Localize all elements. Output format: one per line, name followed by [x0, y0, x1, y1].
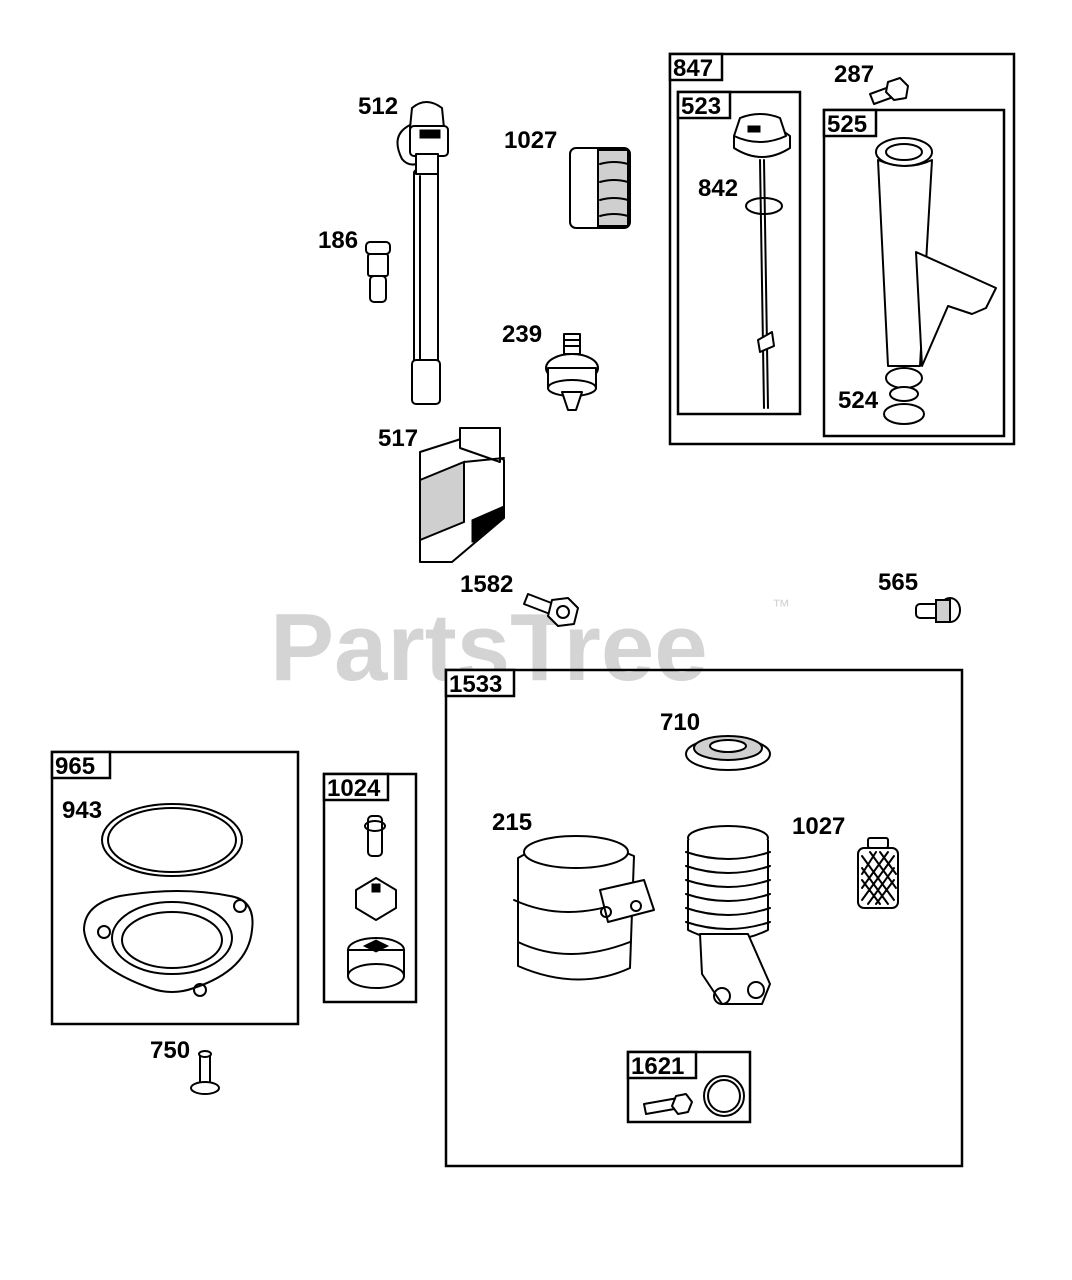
part-1027-strainer[interactable] [857, 837, 899, 909]
part-215-housing[interactable] [513, 835, 655, 981]
kit-847-frame [668, 52, 1016, 446]
part-1024-pin[interactable] [364, 815, 386, 857]
callout-1582: 1582 [460, 571, 513, 598]
part-750-bolt[interactable] [190, 1050, 220, 1095]
part-239-pressure-switch[interactable] [545, 333, 599, 411]
part-517-shield[interactable] [419, 427, 505, 563]
kit-525-tag [822, 108, 878, 138]
callout-1621: 1621 [631, 1053, 684, 1080]
part-512-dipstick-tube[interactable] [396, 101, 449, 405]
callout-524: 524 [838, 387, 879, 414]
kit-965-frame [50, 750, 300, 1026]
callout-565: 565 [878, 569, 918, 596]
callout-1024: 1024 [327, 775, 381, 802]
kit-1621-tag [626, 1050, 698, 1080]
callout-517: 517 [378, 425, 418, 452]
part-965-plate[interactable] [83, 890, 254, 997]
part-1621-bolt-gasket[interactable] [643, 1075, 745, 1117]
callout-750: 750 [150, 1037, 190, 1064]
part-287-screw[interactable] [869, 77, 909, 105]
kit-847-tag [668, 52, 724, 82]
part-1024-rotor-inner[interactable] [355, 877, 397, 921]
part-565-fitting[interactable] [915, 597, 961, 623]
kit-1024-tag [322, 772, 390, 802]
part-186-fitting[interactable] [365, 241, 391, 303]
callout-239: 239 [502, 321, 542, 348]
kit-523-tag [676, 90, 732, 120]
kit-965-tag [50, 750, 112, 780]
kit-523-frame [676, 90, 802, 416]
watermark-trademark: ™ [772, 596, 790, 616]
part-1027-oil-filter[interactable] [569, 147, 631, 229]
callout-710: 710 [660, 709, 700, 736]
callout-847: 847 [673, 55, 713, 82]
callout-186: 186 [318, 227, 358, 254]
part-524-oring[interactable] [883, 403, 925, 425]
part-710-seal[interactable] [685, 735, 771, 771]
callout-523: 523 [681, 93, 721, 120]
callout-943: 943 [62, 797, 102, 824]
callout-215: 215 [492, 809, 532, 836]
part-525-dipstick-tube[interactable] [875, 137, 997, 402]
callout-965: 965 [55, 753, 95, 780]
part-1024-rotor-outer[interactable] [347, 937, 405, 989]
kit-1533-frame [444, 668, 964, 1168]
kit-525-frame [822, 108, 1006, 438]
callout-525: 525 [827, 111, 867, 138]
part-523-dipstick[interactable] [733, 113, 791, 409]
callout-287: 287 [834, 61, 874, 88]
kit-1533-tag [444, 668, 516, 698]
part-1582-bolt[interactable] [523, 593, 579, 627]
callout-1027-bottom: 1027 [792, 813, 845, 840]
callout-842: 842 [698, 175, 738, 202]
part-943-ring[interactable] [101, 803, 243, 877]
part-cooler-body[interactable] [685, 825, 771, 1005]
callout-512: 512 [358, 93, 398, 120]
callout-1027-top: 1027 [504, 127, 557, 154]
callout-1533: 1533 [449, 671, 502, 698]
